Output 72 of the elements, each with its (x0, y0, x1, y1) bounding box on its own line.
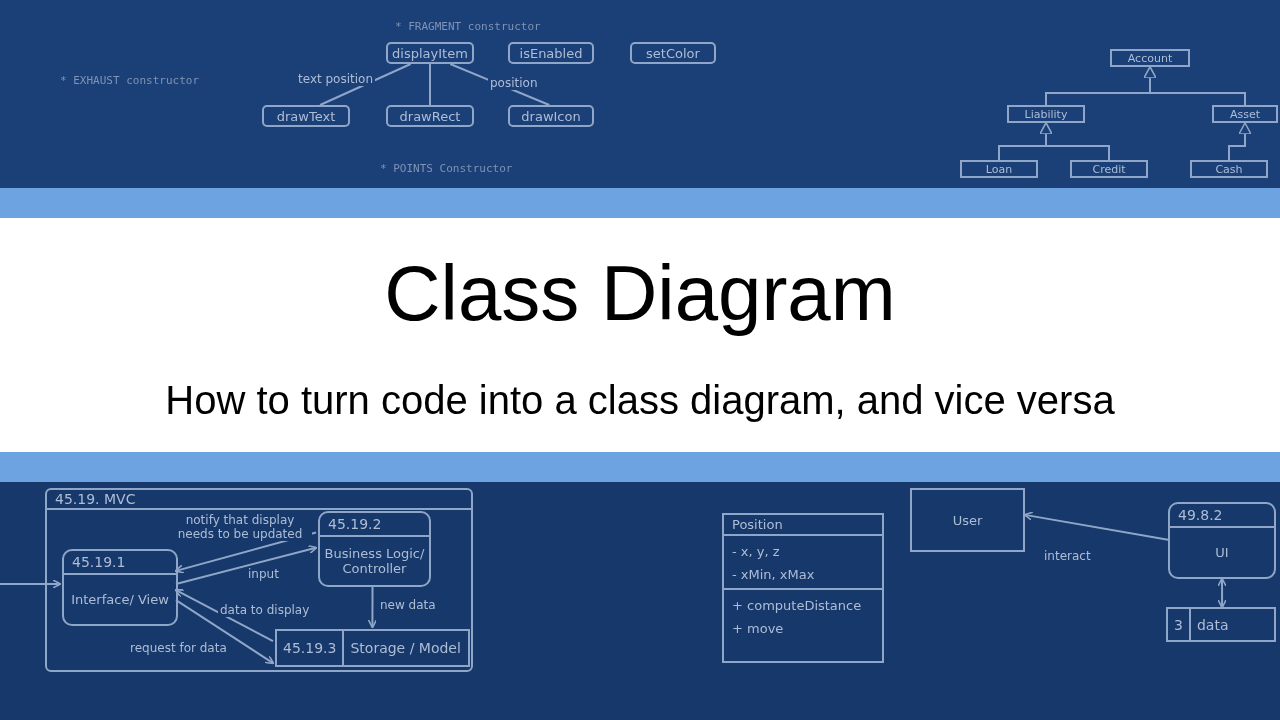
class-box (1212, 105, 1278, 123)
class-name: Position (731, 516, 784, 534)
code-comment: * EXHAUST constructor (60, 74, 200, 87)
edge-label: input (246, 567, 281, 581)
edge-label: text position (296, 72, 376, 86)
edge-label: interact (1042, 549, 1093, 563)
class-box (722, 513, 884, 663)
inheritance-arrow (1228, 122, 1252, 161)
node-number: 49.8.2 (1170, 504, 1274, 528)
attribute-text: - xMin, xMax (731, 566, 816, 584)
actor-box (910, 488, 1025, 552)
state-box (318, 511, 431, 587)
method-box (386, 105, 474, 127)
method-box (630, 42, 716, 64)
attribute-text: - x, y, z (731, 543, 781, 561)
arrow (367, 584, 378, 629)
method-box (508, 105, 594, 127)
subtitle: How to turn code into a class diagram, and vice versa (165, 378, 1115, 423)
code-comment: * FRAGMENT constructor (395, 20, 541, 33)
method-box (262, 105, 350, 127)
code-comment: * POINTS Constructor (380, 162, 513, 175)
edge-label: data to display (218, 603, 312, 617)
frame-title: 45.19. MVC (47, 490, 471, 510)
node-label: drawText (276, 108, 336, 124)
node-number: 45.19.1 (64, 551, 176, 575)
method-text: + computeDistance (731, 597, 863, 615)
node-label: Account (1127, 51, 1173, 65)
arrow (174, 588, 274, 643)
edge-label: new data (378, 598, 438, 612)
node-label: drawRect (399, 108, 461, 124)
node-label: displayItem (392, 45, 468, 61)
node-label: Liability (1024, 107, 1068, 121)
method-box (386, 42, 474, 64)
connector-line (319, 63, 412, 106)
node-label: UI (1214, 544, 1230, 562)
class-box (960, 160, 1038, 178)
state-box (1168, 502, 1276, 579)
node-label: Interface/ View (70, 591, 170, 609)
arrow (175, 599, 275, 665)
node-label: Cash (1215, 162, 1243, 176)
arrow (175, 544, 318, 585)
node-label: isEnabled (519, 45, 583, 61)
node-label: Storage / Model (349, 639, 462, 658)
method-text: + move (731, 620, 785, 638)
class-box (1007, 105, 1085, 123)
method-box (508, 42, 594, 64)
node-number: 3 (1168, 609, 1191, 640)
node-label: Loan (985, 162, 1013, 176)
title: Class Diagram (384, 248, 896, 339)
node-label: Asset (1229, 107, 1261, 121)
edge-label: position (488, 76, 540, 90)
node-label: data (1195, 615, 1230, 635)
class-box (1190, 160, 1268, 178)
arrow (1217, 577, 1227, 609)
edge-label: request for data (128, 641, 229, 655)
inheritance-arrow (1143, 66, 1246, 106)
store-box (1166, 607, 1276, 642)
state-box (62, 549, 178, 626)
class-box (1070, 160, 1148, 178)
node-label: Business Logic/ Controller (323, 545, 426, 578)
node-number: 45.19.2 (320, 513, 429, 537)
node-label: Credit (1092, 162, 1126, 176)
node-label: setColor (646, 45, 700, 61)
arrow (0, 579, 62, 589)
arrow (1023, 511, 1169, 541)
store-box (275, 629, 470, 667)
connector-line (429, 63, 431, 106)
node-number: 45.19.3 (277, 631, 345, 665)
node-label: User (952, 512, 983, 528)
class-box (1110, 49, 1190, 67)
inheritance-arrow (1039, 122, 1110, 161)
node-label: drawIcon (521, 108, 581, 124)
